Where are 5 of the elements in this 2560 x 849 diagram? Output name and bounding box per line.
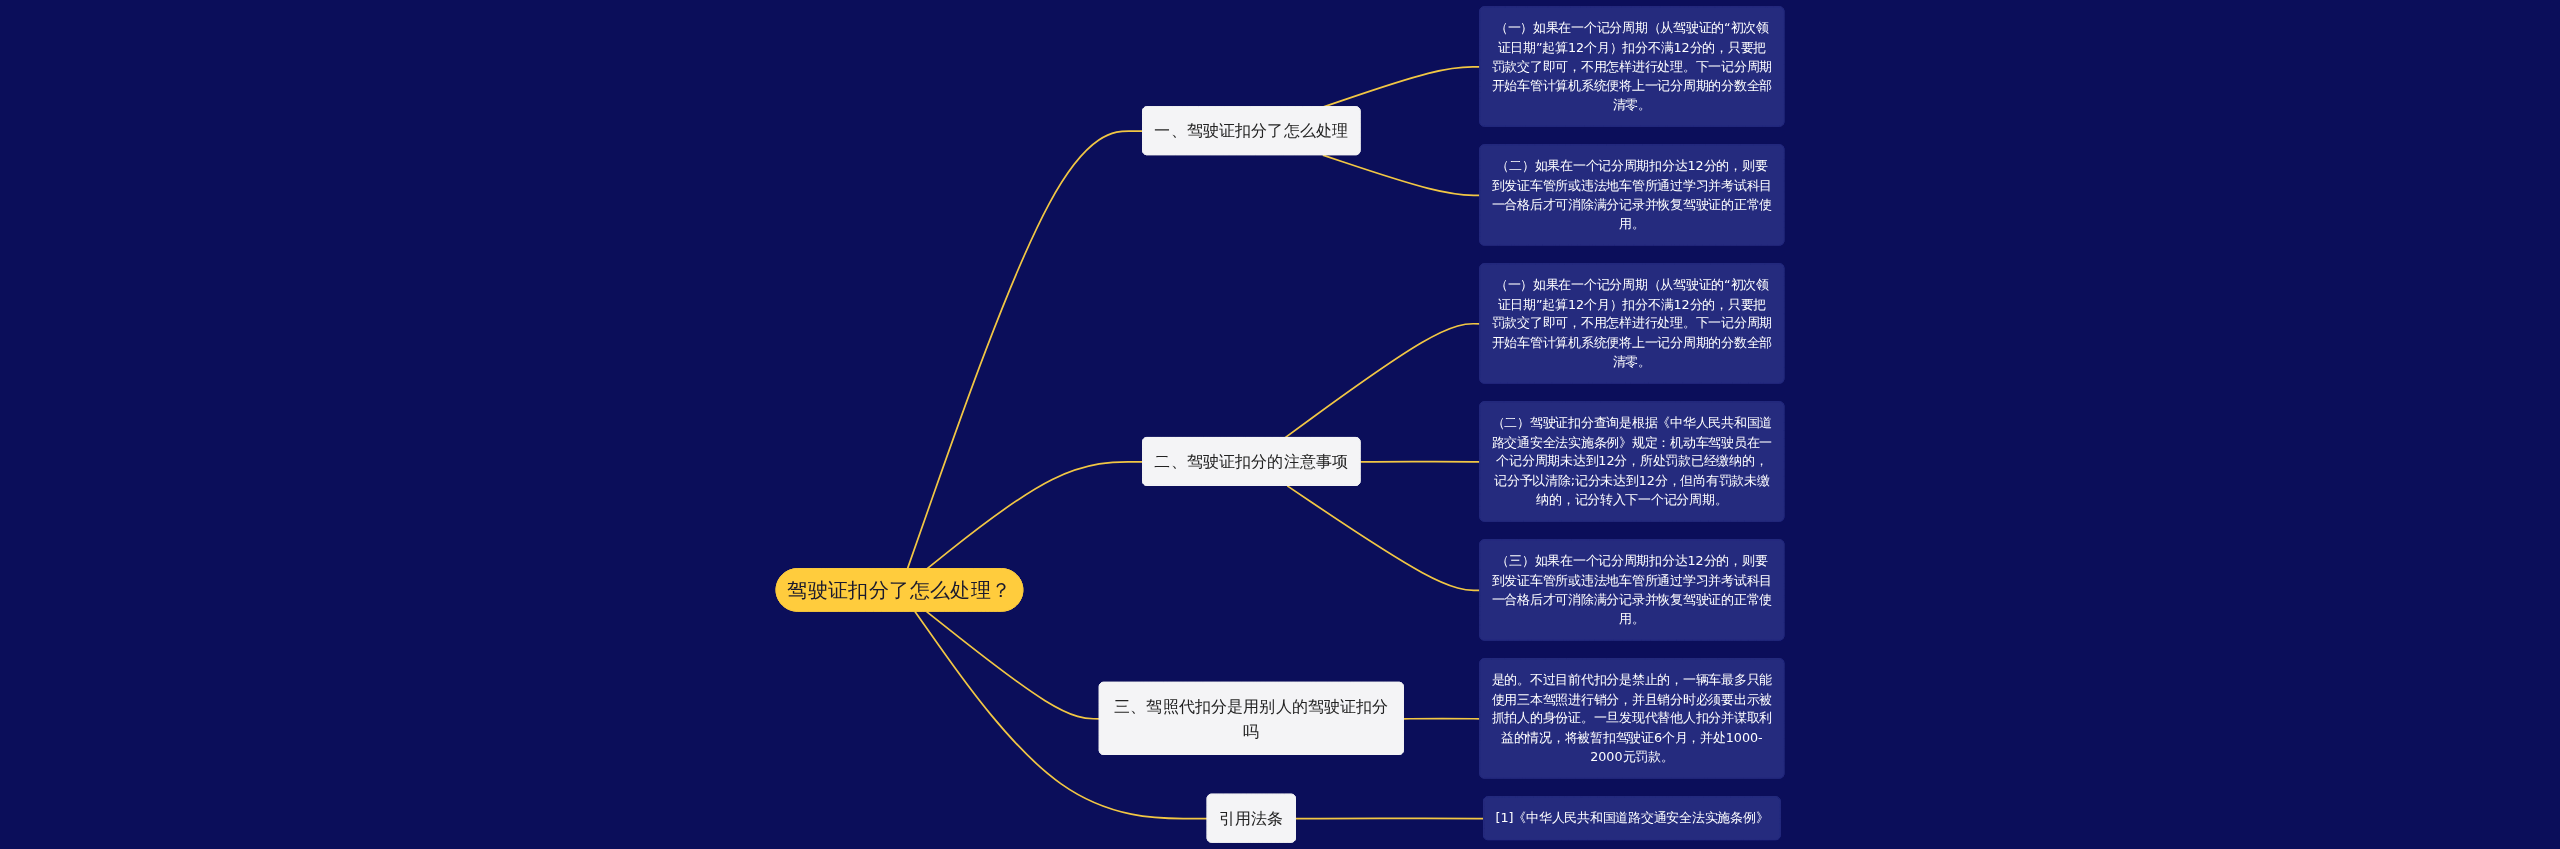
connector (1295, 817, 1485, 820)
connector (925, 610, 1101, 720)
connector (925, 460, 1144, 570)
connector (906, 130, 1144, 570)
connector (914, 610, 1209, 820)
